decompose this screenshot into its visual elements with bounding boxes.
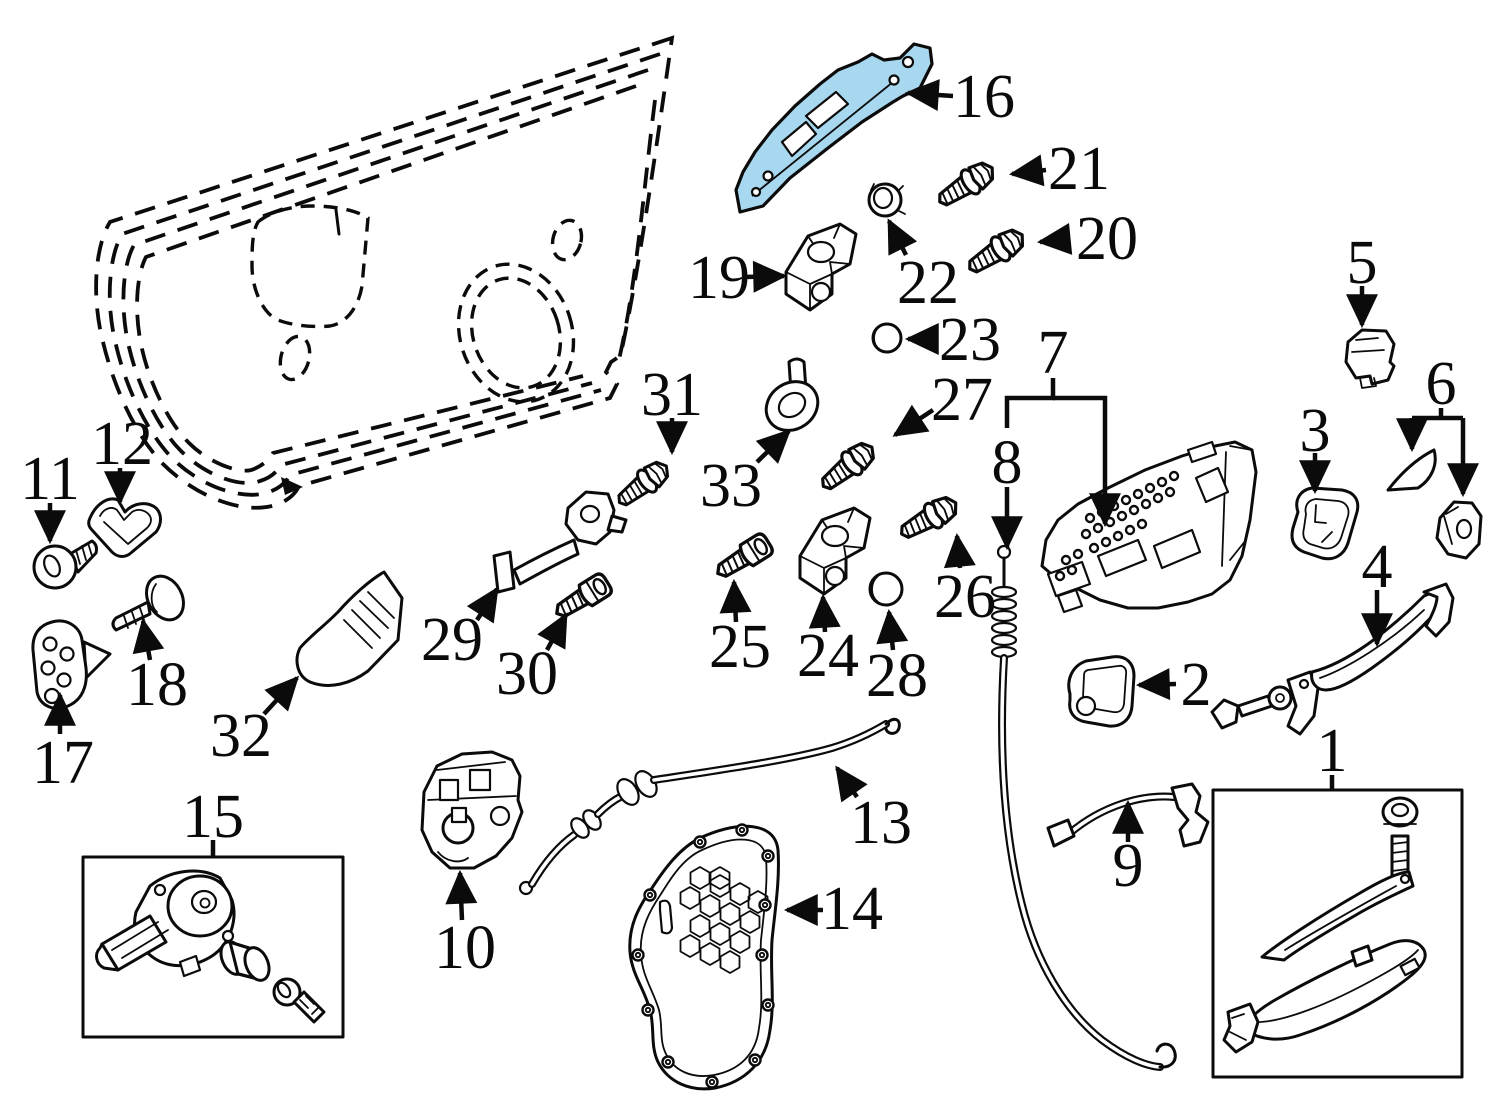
part-27-bolt: [813, 434, 883, 499]
part-12-wedge-buffer: [87, 497, 162, 558]
kit-window-motor: [95, 869, 236, 978]
part-32-check-arm-cover: [295, 570, 404, 687]
part-26-bolt: [893, 489, 965, 548]
part-1-handle-kit-box: [1211, 788, 1464, 1079]
part-28-cap: [868, 571, 904, 607]
callout-15: 15: [182, 783, 244, 851]
part-5-clip: [1344, 328, 1396, 389]
part-16-reinforcement: [734, 42, 934, 214]
part-24-hinge-bracket: [798, 506, 872, 596]
door-inner-panel-outline: [94, 35, 675, 510]
callout-5: 5: [1347, 229, 1378, 297]
part-10-door-latch: [420, 750, 524, 870]
callout-26: 26: [934, 563, 996, 631]
part-23-cap: [871, 322, 903, 354]
callout-11: 11: [20, 445, 80, 513]
part-11-screw: [32, 539, 98, 590]
callout-33: 33: [700, 452, 762, 520]
part-21-bolt: [930, 154, 1002, 215]
part-22-flange-nut: [867, 182, 906, 218]
callout-27: 27: [931, 366, 993, 434]
part-18-shoulder-bolt: [111, 574, 185, 632]
callout-4: 4: [1362, 533, 1393, 601]
door-hole-upper: [550, 218, 584, 262]
callout-29: 29: [421, 606, 483, 674]
callout-16: 16: [953, 63, 1015, 131]
callout-22: 22: [897, 249, 959, 317]
callout-8: 8: [992, 429, 1023, 497]
callout-19: 19: [688, 244, 750, 312]
part-20-bolt: [960, 221, 1032, 282]
kit-socket-bolt: [1381, 796, 1419, 882]
part-7-handle-carrier: [1040, 440, 1258, 614]
part-4-outer-handle: [1210, 582, 1455, 736]
part-13-bowden-cable: [518, 717, 901, 896]
callout-30: 30: [496, 640, 558, 708]
part-17-striker-plate: [31, 619, 112, 710]
callout-13: 13: [850, 789, 912, 857]
part-25-screw: [709, 530, 777, 586]
callout-labels: 1 2 3 4 5 6 7 8 9 10 11 12 13 14 15 16 1…: [20, 63, 1456, 982]
kit-door-handle: [1222, 939, 1427, 1054]
door-opening-outline: [250, 204, 370, 329]
part-8-lock-cable: [990, 544, 1177, 1071]
part-33-grommet-pin: [764, 357, 820, 432]
door-bottom-arrowhead: [281, 477, 303, 495]
kit-blade-insert: [1260, 870, 1415, 962]
part-3-seal: [1290, 486, 1360, 561]
kit-bolt: [272, 977, 326, 1024]
callout-24: 24: [797, 622, 859, 690]
speaker-hole-inner: [469, 276, 563, 390]
callout-14: 14: [821, 875, 883, 943]
part-14-sound-deadener: [628, 823, 780, 1091]
callout-31: 31: [641, 361, 703, 429]
door-hole-lower: [278, 334, 312, 382]
part-6-cover-triangle: [1386, 448, 1437, 492]
part-6-end-cap: [1435, 500, 1483, 560]
leader-arrows: [34, 79, 1479, 926]
callout-9: 9: [1113, 832, 1144, 900]
part-19-hinge-bracket: [784, 222, 858, 312]
callout-18: 18: [126, 651, 188, 719]
speaker-hole-outer: [456, 262, 576, 404]
callout-17: 17: [32, 729, 94, 797]
kit-plug: [219, 940, 271, 982]
callout-21: 21: [1048, 135, 1110, 203]
callout-2: 2: [1181, 651, 1212, 719]
callout-12: 12: [91, 410, 153, 478]
callout-28: 28: [866, 642, 928, 710]
callout-32: 32: [210, 702, 272, 770]
callout-1: 1: [1317, 717, 1348, 785]
callout-6: 6: [1426, 350, 1457, 418]
callout-7: 7: [1038, 319, 1069, 387]
part-15-window-motor-box: [81, 855, 345, 1039]
part-31-bolt: [609, 454, 676, 515]
callout-25: 25: [709, 613, 771, 681]
callout-3: 3: [1300, 397, 1331, 465]
part-30-screw: [548, 570, 616, 626]
part-29-door-check-strap: [492, 490, 628, 594]
callout-20: 20: [1076, 205, 1138, 273]
callout-10: 10: [434, 914, 496, 982]
callout-23: 23: [939, 306, 1001, 374]
part-2-gasket: [1067, 655, 1136, 728]
